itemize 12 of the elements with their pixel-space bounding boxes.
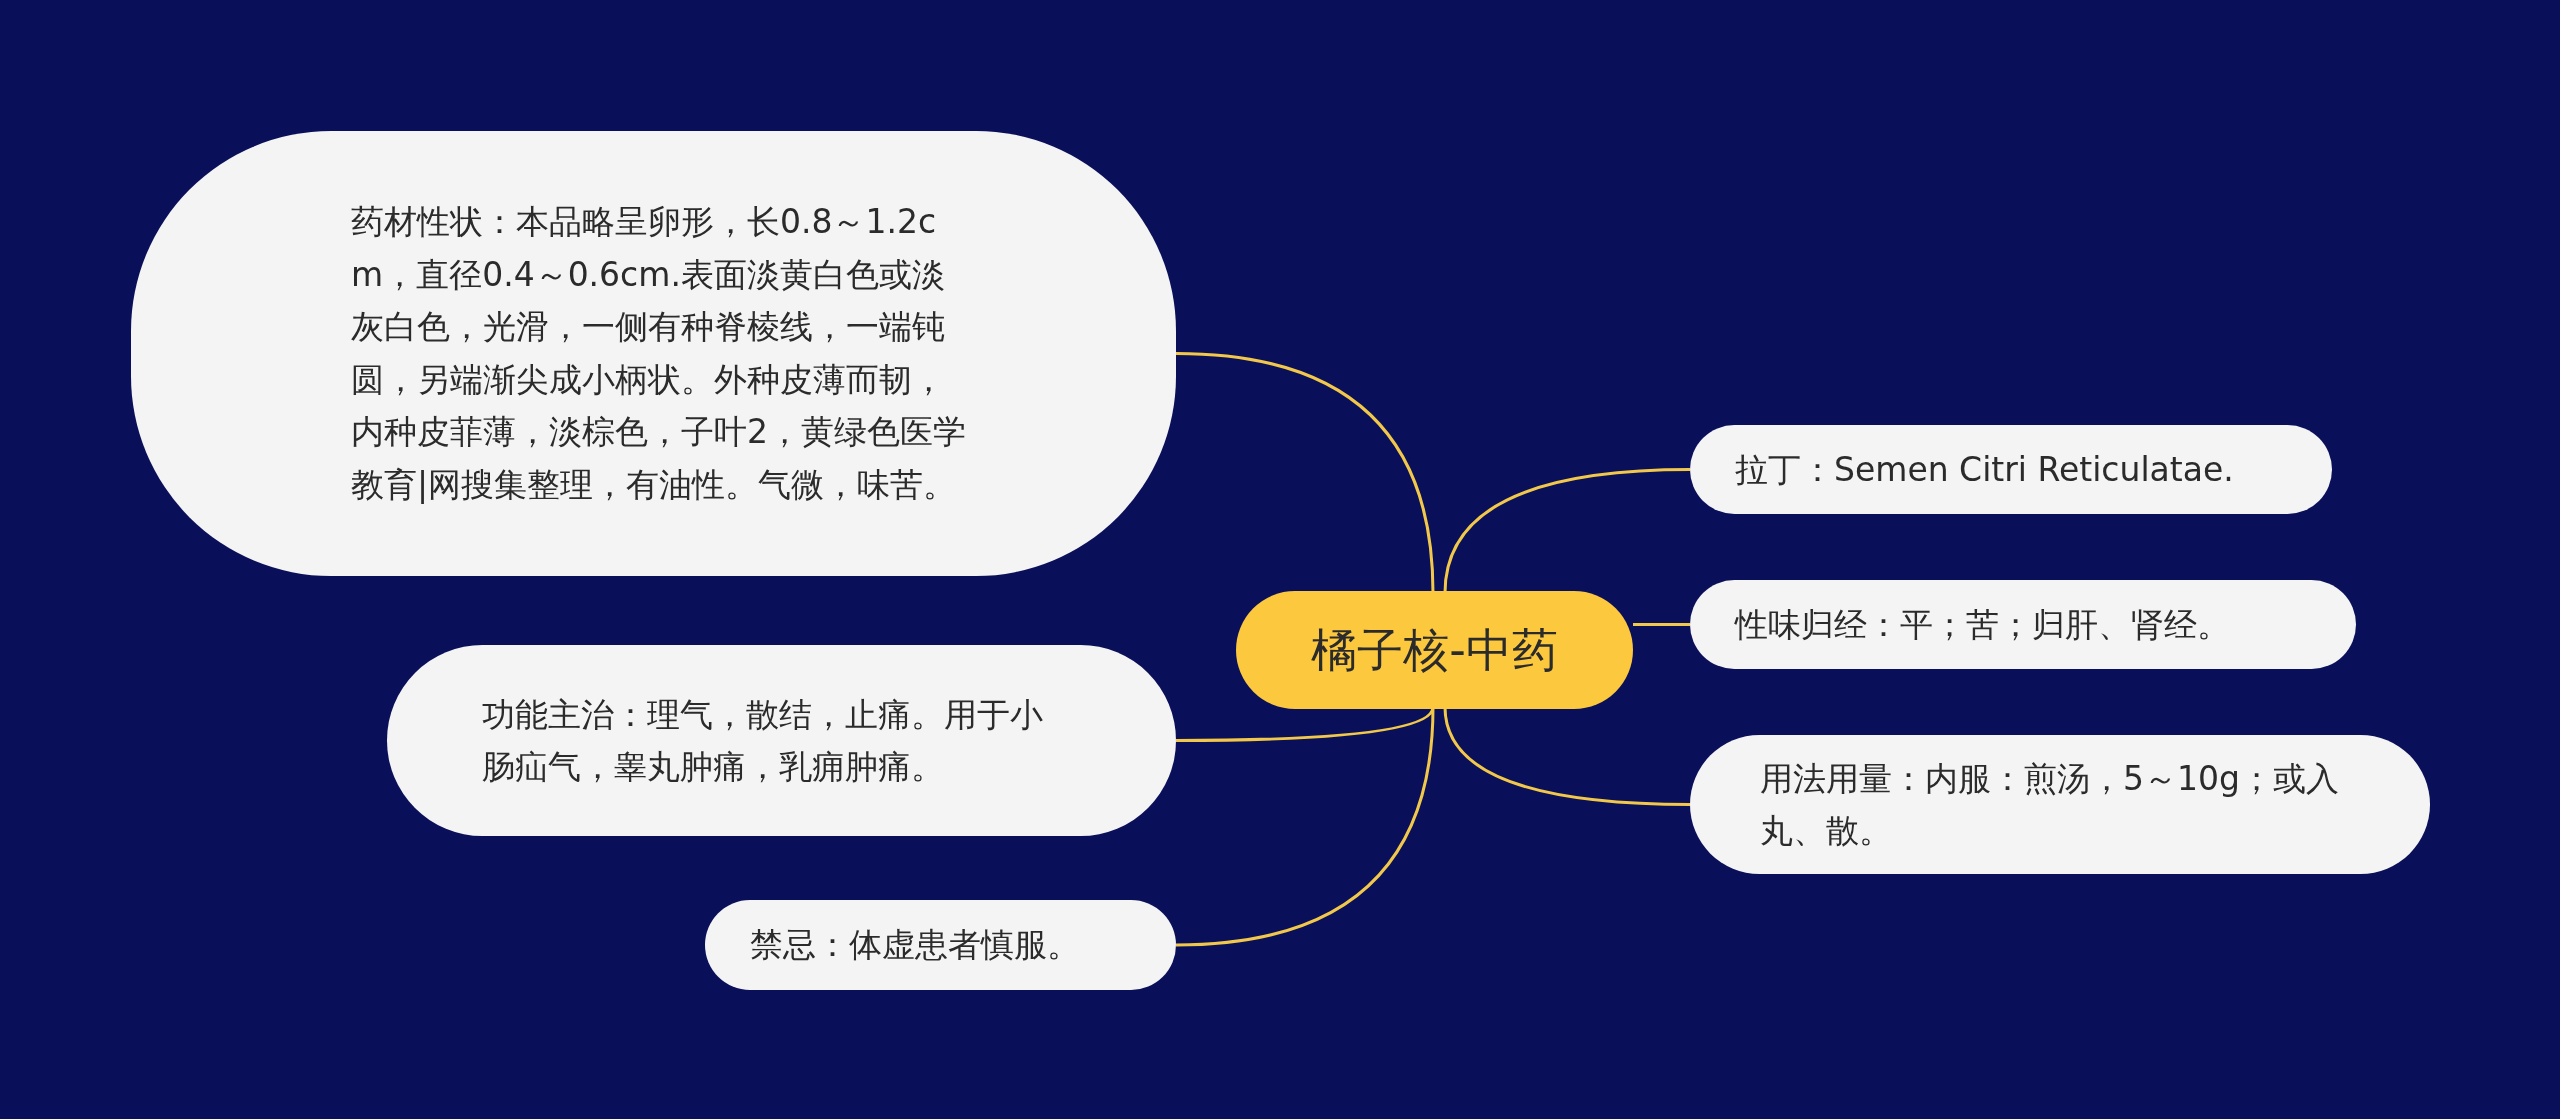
topic-text: 禁忌：体虚患者慎服。 (750, 924, 1080, 966)
connector-line (1175, 706, 1435, 947)
connector-line (1175, 352, 1435, 594)
topic-text: 用法用量：内服：煎汤，5～10g；或入丸、散。 (1760, 757, 2340, 852)
topic-text: 拉丁：Semen Citri Reticulatae. (1735, 448, 2234, 491)
topic-text: 橘子核-中药 (1311, 622, 1558, 678)
connector-line (1633, 623, 1690, 626)
topic-text: 药材性状：本品略呈卵形，长0.8～1.2cm，直径0.4～0.6cm.表面淡黄白色或淡灰白色，光滑，一侧有种脊棱线，一端钝圆，另端渐尖成小柄状。外种皮薄而韧，内种皮菲薄，淡棕色，子叶2，黄绿色医学教育|网搜集整理，有油性。气微，味苦。 (351, 201, 966, 506)
connector-line (1443, 706, 1691, 806)
topic-text: 功能主治：理气，散结，止痛。用于小肠疝气，睾丸肿痛，乳痈肿痛。 (482, 693, 1044, 788)
connector-line (1443, 468, 1691, 594)
topic-text: 性味归经：平；苦；归肝、肾经。 (1735, 603, 2230, 646)
